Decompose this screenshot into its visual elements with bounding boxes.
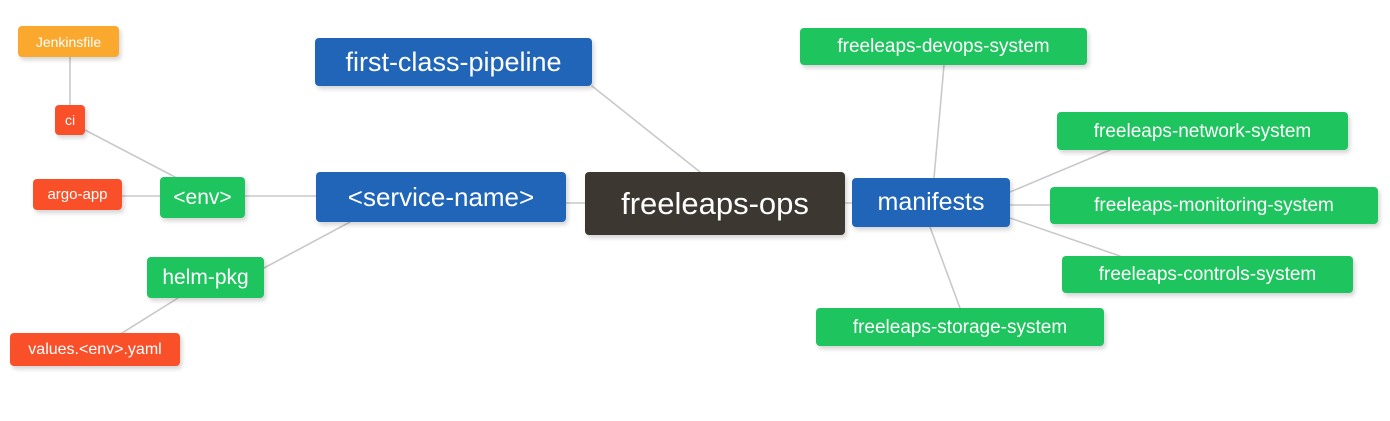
mindmap-node-label: freeleaps-devops-system	[837, 36, 1050, 57]
mindmap-node-values-yaml[interactable]: values.<env>.yaml	[10, 333, 180, 366]
edge-manifests-to-freeleaps-network-system	[1009, 149, 1111, 193]
mindmap-node-freeleaps-monitoring-system[interactable]: freeleaps-monitoring-system	[1050, 187, 1378, 224]
mindmap-node-ci[interactable]: ci	[55, 105, 85, 135]
mindmap-node-label: freeleaps-storage-system	[852, 316, 1068, 338]
mindmap-node-jenkinsfile[interactable]: Jenkinsfile	[18, 26, 119, 57]
mindmap-node-label: first-class-pipeline	[345, 46, 562, 77]
mindmap-node-label: <env>	[173, 186, 232, 209]
edge-ci-to-env	[84, 129, 176, 178]
edge-first-class-pipeline-to-freeleaps-ops	[591, 85, 701, 173]
mindmap-node-label: freeleaps-monitoring-system	[1094, 195, 1334, 216]
mindmap-node-label: freeleaps-controls-system	[1098, 264, 1317, 285]
mindmap-node-first-class-pipeline[interactable]: first-class-pipeline	[315, 38, 592, 86]
edge-helm-pkg-to-values-yaml	[121, 297, 179, 334]
mindmap-node-label: <service-name>	[347, 182, 535, 212]
mindmap-node-label: freeleaps-ops	[621, 186, 809, 221]
mindmap-node-helm-pkg[interactable]: helm-pkg	[147, 257, 264, 298]
mindmap-node-env[interactable]: <env>	[160, 177, 245, 218]
mindmap-node-freeleaps-network-system[interactable]: freeleaps-network-system	[1057, 112, 1348, 150]
mindmap-node-label: ci	[64, 112, 76, 128]
mindmap-node-label: freeleaps-network-system	[1093, 120, 1312, 142]
mindmap-node-label: values.<env>.yaml	[28, 340, 162, 358]
mindmap-node-manifests[interactable]: manifests	[852, 178, 1010, 227]
edge-manifests-to-freeleaps-devops-system	[933, 64, 945, 179]
mindmap-node-label: Jenkinsfile	[35, 33, 102, 50]
edge-service-name-to-helm-pkg	[263, 221, 351, 269]
mindmap-node-freeleaps-ops[interactable]: freeleaps-ops	[585, 172, 845, 235]
mindmap-node-freeleaps-storage-system[interactable]: freeleaps-storage-system	[816, 308, 1104, 346]
mindmap-node-label: argo-app	[47, 186, 108, 203]
mindmap-node-label: helm-pkg	[162, 266, 249, 289]
mindmap-node-freeleaps-controls-system[interactable]: freeleaps-controls-system	[1062, 256, 1353, 293]
mindmap-node-service-name[interactable]: <service-name>	[316, 172, 566, 222]
edge-manifests-to-freeleaps-storage-system	[929, 226, 961, 309]
mindmap-node-argo-app[interactable]: argo-app	[33, 179, 122, 210]
mindmap-node-freeleaps-devops-system[interactable]: freeleaps-devops-system	[800, 28, 1087, 65]
mindmap-node-label: manifests	[877, 188, 985, 216]
